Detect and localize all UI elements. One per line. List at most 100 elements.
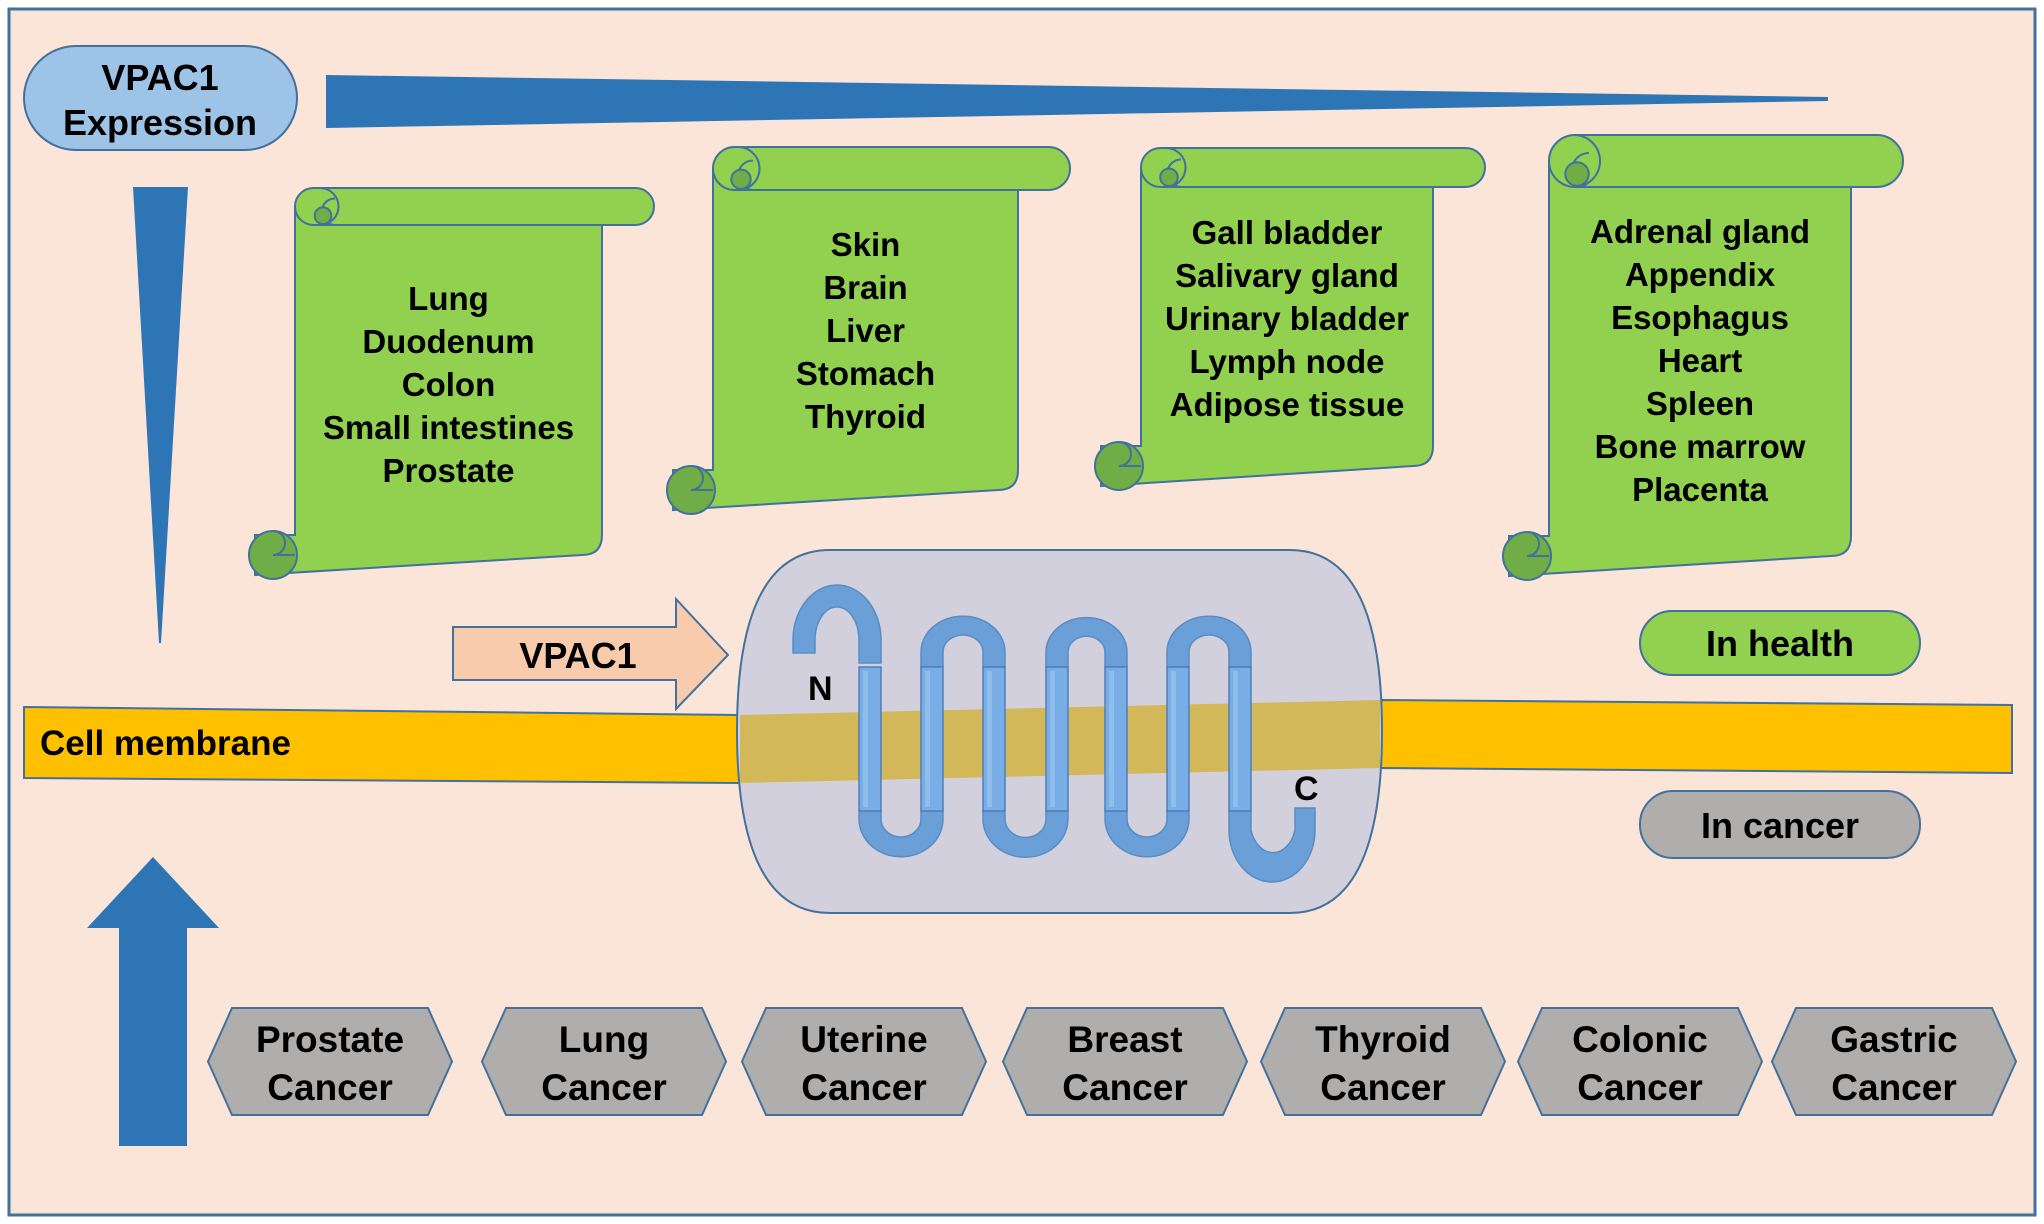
transmembrane-helix bbox=[920, 666, 944, 812]
transmembrane-helix bbox=[1166, 666, 1190, 812]
cancer-name: Colonic bbox=[1572, 1019, 1708, 1060]
cancer-name: Prostate bbox=[256, 1019, 404, 1060]
tissue-item: Brain bbox=[823, 269, 907, 306]
scroll-curl-detail bbox=[1118, 441, 1141, 467]
arrow-up-icon bbox=[87, 857, 219, 1146]
scroll-top-roll bbox=[712, 146, 1071, 191]
extracellular-loop bbox=[1045, 616, 1128, 668]
legend-in-health: In health bbox=[1639, 610, 1921, 676]
scroll-top-curl-icon bbox=[1564, 161, 1590, 187]
tissue-item: Prostate bbox=[382, 452, 514, 489]
scroll-top-curl-icon bbox=[1159, 167, 1179, 188]
helix-highlight bbox=[1233, 671, 1238, 807]
c-terminus-label: C bbox=[1294, 770, 1319, 808]
hexagon-shape bbox=[480, 1007, 728, 1116]
cancer-word: Cancer bbox=[1831, 1067, 1956, 1108]
tissue-item: Heart bbox=[1658, 342, 1742, 379]
cancer-word: Cancer bbox=[1320, 1067, 1445, 1108]
cancer-word: Cancer bbox=[1062, 1067, 1187, 1108]
cancer-name: Lung bbox=[559, 1019, 649, 1060]
tissue-item: Bone marrow bbox=[1595, 428, 1806, 465]
tissue-item: Appendix bbox=[1625, 256, 1776, 293]
tissue-item: Lung bbox=[408, 280, 489, 317]
cancer-word: Cancer bbox=[1577, 1067, 1702, 1108]
tissue-item: Gall bladder bbox=[1192, 214, 1383, 251]
expression-label-line2: Expression bbox=[63, 102, 257, 143]
hexagon-shape bbox=[1001, 1007, 1249, 1116]
scroll-curl-outline bbox=[1165, 147, 1187, 188]
cancer-name: Uterine bbox=[800, 1019, 927, 1060]
hexagon-shape bbox=[740, 1007, 988, 1116]
extracellular-loop bbox=[920, 615, 1006, 668]
receptor-arrow-label: VPAC1 bbox=[519, 635, 636, 676]
hexagon-shape bbox=[1259, 1007, 1507, 1116]
vertical-expression-wedge-icon bbox=[133, 187, 188, 643]
legend-cancer-label: In cancer bbox=[1701, 805, 1859, 846]
arrow-right-icon bbox=[452, 596, 730, 712]
cancer-word: Cancer bbox=[801, 1067, 926, 1108]
transmembrane-helix bbox=[982, 666, 1006, 812]
helix-highlight bbox=[1171, 671, 1176, 807]
intracellular-loop bbox=[858, 810, 944, 858]
tissue-item: Salivary gland bbox=[1175, 257, 1399, 294]
hexagon-shape bbox=[206, 1007, 454, 1116]
scroll-curl-outline bbox=[319, 187, 340, 226]
tissue-item: Liver bbox=[826, 312, 905, 349]
horizontal-expression-wedge-icon bbox=[326, 75, 1828, 128]
helix-highlight bbox=[1050, 671, 1055, 807]
transmembrane-helix bbox=[1104, 666, 1128, 812]
legend-in-cancer: In cancer bbox=[1639, 790, 1921, 859]
helix-highlight bbox=[1109, 671, 1114, 807]
n-terminal-loop bbox=[792, 584, 882, 664]
helix-highlight bbox=[863, 671, 868, 807]
transmembrane-helix bbox=[1045, 666, 1069, 812]
c-terminal-tail bbox=[1228, 807, 1316, 883]
tissue-item: Urinary bladder bbox=[1165, 300, 1409, 337]
vpac1-expression-badge: VPAC1 Expression bbox=[23, 45, 298, 151]
cancer-pill-shape bbox=[1639, 790, 1921, 859]
n-terminus-label: N bbox=[808, 670, 833, 708]
scroll-top-curl-icon bbox=[730, 168, 752, 190]
vpac1-seven-transmembrane-protein bbox=[792, 584, 1316, 883]
tissue-item: Skin bbox=[831, 226, 901, 263]
scroll-curl-detail bbox=[272, 530, 295, 556]
tissue-item: Spleen bbox=[1646, 385, 1754, 422]
hexagon-shape bbox=[1516, 1007, 1764, 1116]
scroll-top-roll bbox=[1548, 134, 1904, 188]
cancer-word: Cancer bbox=[267, 1067, 392, 1108]
tissue-item: Lymph node bbox=[1190, 343, 1385, 380]
legend-health-label: In health bbox=[1706, 623, 1854, 664]
expression-label-line1: VPAC1 bbox=[101, 57, 218, 98]
intracellular-loop bbox=[982, 810, 1069, 858]
transmembrane-helix bbox=[1228, 666, 1252, 812]
cancer-name: Breast bbox=[1067, 1019, 1182, 1060]
health-pill-shape bbox=[1639, 610, 1921, 676]
scroll-top-roll bbox=[294, 187, 655, 226]
vpac1-receptor-pointer: VPAC1 bbox=[452, 596, 730, 712]
tissue-item: Adipose tissue bbox=[1170, 386, 1405, 423]
tissue-item: Colon bbox=[402, 366, 495, 403]
cancer-types: ProstateCancerLungCancerUterineCancerBre… bbox=[206, 1007, 2018, 1116]
helix-highlight bbox=[925, 671, 930, 807]
tissue-item: Small intestines bbox=[323, 409, 574, 446]
tissue-item: Placenta bbox=[1632, 471, 1768, 508]
helix-highlight bbox=[987, 671, 992, 807]
expression-pill-shape bbox=[23, 45, 298, 151]
tissue-scroll: Adrenal glandAppendixEsophagusHeartSplee… bbox=[1502, 134, 1904, 581]
tissue-item: Adrenal gland bbox=[1590, 213, 1810, 250]
extracellular-loop bbox=[1166, 615, 1252, 668]
tissue-item: Esophagus bbox=[1611, 299, 1789, 336]
tissue-item: Duodenum bbox=[362, 323, 534, 360]
transmembrane-helix bbox=[858, 666, 882, 812]
scroll-top-roll bbox=[1140, 147, 1486, 188]
